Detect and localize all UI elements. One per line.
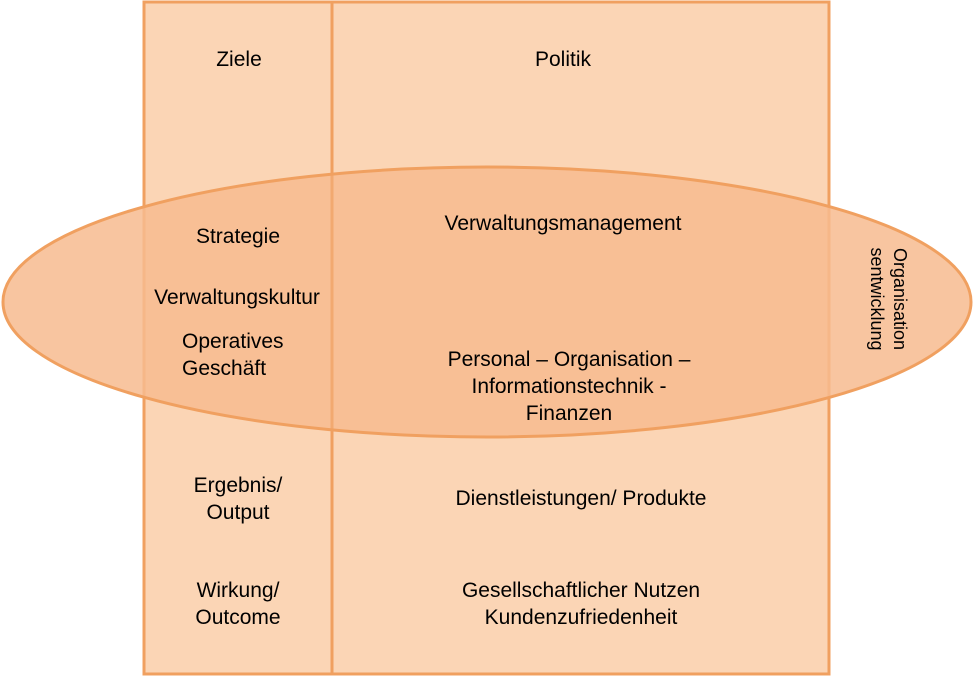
nutzen-label: Gesellschaftlicher Nutzen Kundenzufriede… bbox=[461, 579, 701, 629]
management-ellipse bbox=[1, 165, 973, 439]
verwaltungsmanagement-label: Verwaltungsmanagement bbox=[444, 212, 682, 235]
wirkung-outcome-label: Wirkung/ Outcome bbox=[195, 579, 281, 629]
operatives-geschaeft-label: Operatives Geschäft bbox=[182, 330, 284, 380]
strategie-label: Strategie bbox=[195, 225, 281, 248]
resources-label: Personal – Organisation – Informationste… bbox=[447, 348, 691, 425]
politik-label: Politik bbox=[534, 48, 592, 71]
organisationsentwicklung-label: Organisation sentwicklung bbox=[867, 247, 910, 351]
ergebnis-output-label: Ergebnis/ Output bbox=[193, 474, 283, 524]
dienstleistungen-label: Dienstleistungen/ Produkte bbox=[455, 487, 707, 510]
verwaltungskultur-label: Verwaltungskultur bbox=[154, 286, 320, 309]
ziele-label: Ziele bbox=[216, 48, 262, 71]
